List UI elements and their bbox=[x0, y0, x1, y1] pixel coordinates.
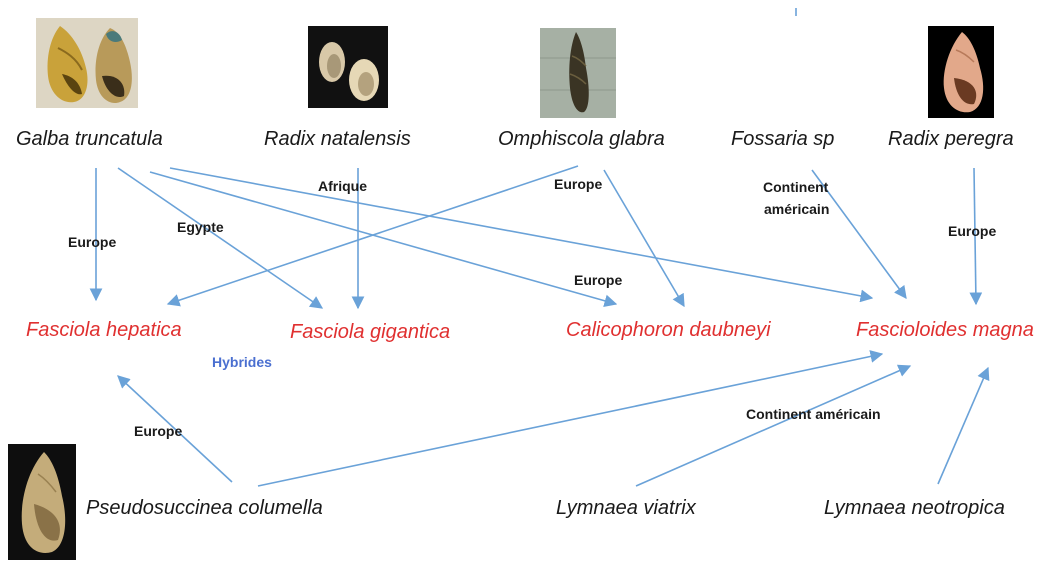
region-label-continent-americain-viatrix: Continent américain bbox=[746, 406, 881, 422]
region-label-continent-americain-fossaria-line1: Continent bbox=[763, 179, 829, 195]
arrow-neotropica-to-fascioloides bbox=[938, 368, 988, 484]
snail-label-radix-natalensis: Radix natalensis bbox=[264, 128, 411, 150]
parasite-label-fasciola-gigantica: Fasciola gigantica bbox=[290, 321, 450, 343]
region-label-afrique: Afrique bbox=[318, 178, 367, 194]
region-label-egypte: Egypte bbox=[177, 219, 224, 235]
parasite-label-fasciola-hepatica: Fasciola hepatica bbox=[26, 319, 182, 341]
arrow-omphiscola-to-hepatica bbox=[168, 166, 578, 304]
snail-label-radix-peregra: Radix peregra bbox=[888, 128, 1014, 150]
parasite-label-fascioloides-magna: Fascioloides magna bbox=[856, 319, 1034, 341]
arrow-viatrix-to-fascioloides bbox=[636, 366, 910, 486]
snail-label-galba-truncatula: Galba truncatula bbox=[16, 128, 163, 150]
region-label-europe-radix-peregra: Europe bbox=[948, 223, 996, 239]
region-label-europe-galba-calicophoron: Europe bbox=[574, 272, 622, 288]
region-label-continent-americain-fossaria-line2: américain bbox=[764, 201, 829, 217]
parasite-label-calicophoron-daubneyi: Calicophoron daubneyi bbox=[566, 319, 771, 341]
snail-label-fossaria-sp: Fossaria sp bbox=[731, 128, 834, 150]
region-label-europe-pseudosuccinea: Europe bbox=[134, 423, 182, 439]
hybrid-note: Hybrides bbox=[212, 354, 272, 370]
region-label-europe-omphiscola: Europe bbox=[554, 176, 602, 192]
region-label-europe-galba-hepatica: Europe bbox=[68, 234, 116, 250]
snail-label-pseudosuccinea-columella: Pseudosuccinea columella bbox=[86, 497, 323, 519]
snail-label-lymnaea-neotropica: Lymnaea neotropica bbox=[824, 497, 1005, 519]
snail-label-omphiscola-glabra: Omphiscola glabra bbox=[498, 128, 665, 150]
snail-label-lymnaea-viatrix: Lymnaea viatrix bbox=[556, 497, 697, 519]
